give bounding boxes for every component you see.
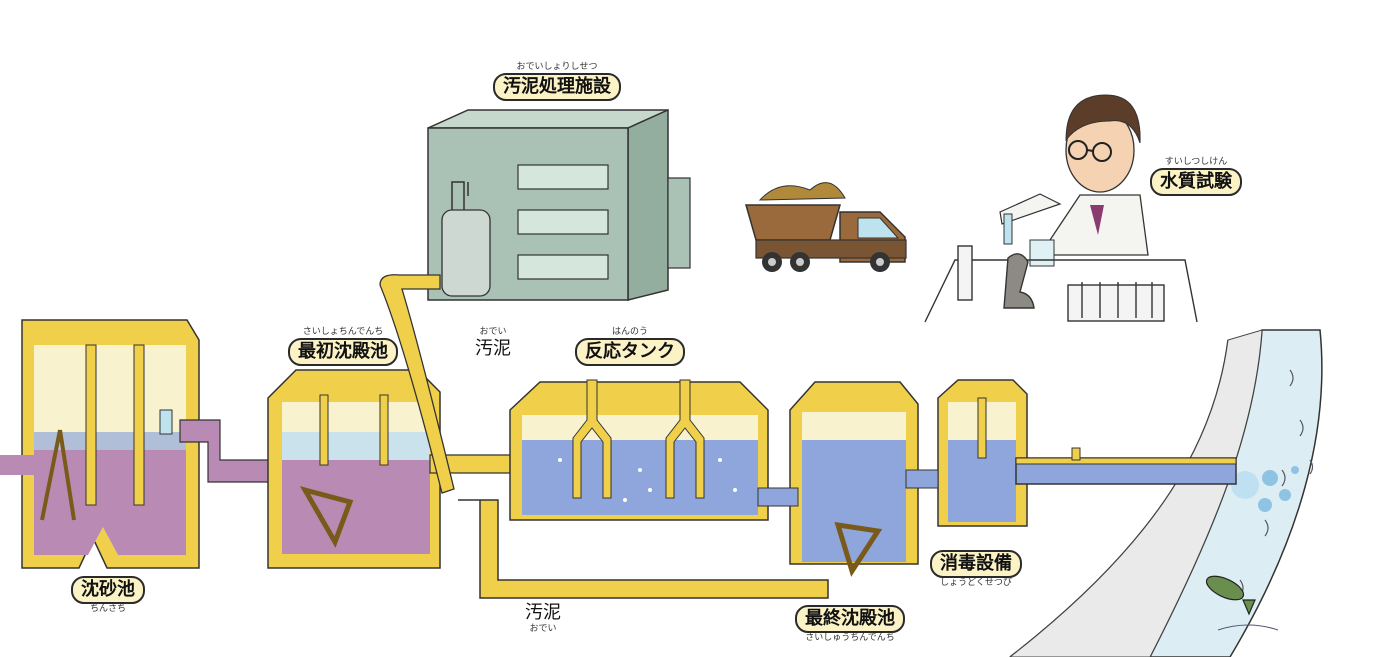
lab-table [924,245,1198,323]
text-primary-settling: 最初沈殿池 [288,338,398,366]
label-sludge-upper: おでい 汚泥 [475,327,511,360]
ruby-sludge-facility: おでいしょりしせつ [516,62,598,72]
label-disinfection: 消毒設備 しょうどくせつび [930,550,1022,589]
river [1009,329,1379,657]
text-sludge-lower: 汚泥 [525,602,561,623]
primary-settling-tank [267,369,441,569]
reaction-tank [509,379,769,521]
ruby-reaction-tank: はんのう [611,327,648,337]
ruby-sludge-lower: おでい [529,624,557,634]
label-water-test: すいしつしけん 水質試験 [1150,157,1242,196]
label-reaction-tank: はんのう 反応タンク [575,327,685,366]
final-to-disinfection-pipe [905,469,939,489]
ruby-sludge-upper: おでい [479,327,507,337]
label-sludge-lower: 汚泥 おでい [525,602,561,635]
ruby-water-test: すいしつしけん [1164,157,1228,167]
text-sludge-facility: 汚泥処理施設 [493,73,621,101]
ruby-primary-settling: さいしょちんでんち [302,327,384,337]
label-grit-chamber: 沈砂池 ちんさち [71,576,145,615]
outflow-splash [1231,466,1299,512]
label-primary-settling: さいしょちんでんち 最初沈殿池 [288,327,398,366]
text-sludge-upper: 汚泥 [475,338,511,359]
text-final-settling: 最終沈殿池 [795,605,905,633]
ruby-grit-chamber: ちんさち [89,604,126,614]
ruby-disinfection: しょうどくせつび [940,578,1012,588]
ruby-final-settling: さいしゅうちんでんち [805,633,895,643]
bubbles [558,458,737,502]
sludge-pipe-up [379,274,455,494]
return-sludge-pipe [458,499,829,599]
text-water-test: 水質試験 [1150,168,1242,196]
river-wave-lines [1239,369,1314,597]
text-reaction-tank: 反応タンク [575,338,685,366]
scientist-icon [999,94,1149,267]
aeration-pipes [572,379,705,499]
final-settling-tank [789,381,919,577]
label-sludge-facility: おでいしょりしせつ 汚泥処理施設 [493,62,621,101]
inflow-pipe [0,455,36,475]
fish-icon [1205,575,1279,631]
text-grit-chamber: 沈砂池 [71,576,145,604]
tank-icon [441,181,491,297]
reaction-outflow-pipe [757,487,799,507]
disinfection-tank [937,379,1028,527]
text-disinfection: 消毒設備 [930,550,1022,578]
label-final-settling: 最終沈殿池 さいしゅうちんでんち [795,605,905,644]
dump-truck-icon [745,182,907,272]
building-windows [517,164,609,280]
sludge-facility-building [427,108,691,301]
grit-chamber-tank [21,319,200,569]
